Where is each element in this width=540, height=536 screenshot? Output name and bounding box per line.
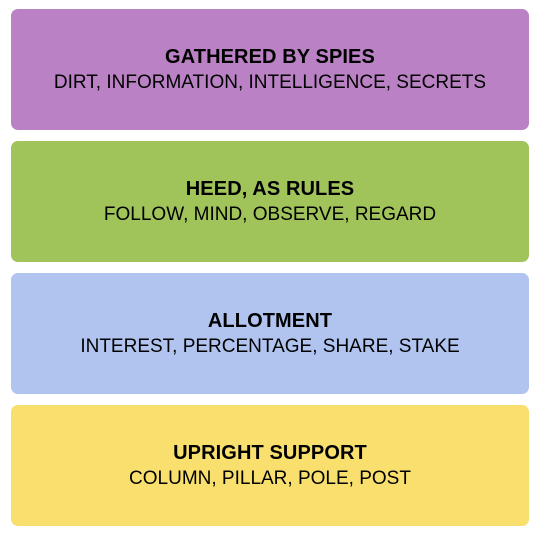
group-title: ALLOTMENT <box>207 309 333 332</box>
group-members: INTEREST, PERCENTAGE, SHARE, STAKE <box>80 335 460 357</box>
group-title: GATHERED BY SPIES <box>165 45 375 68</box>
group-members: FOLLOW, MIND, OBSERVE, REGARD <box>103 203 437 225</box>
group-members: COLUMN, PILLAR, POLE, POST <box>129 467 411 489</box>
solved-group-blue: ALLOTMENT INTEREST, PERCENTAGE, SHARE, S… <box>11 273 529 394</box>
group-title: HEED, AS RULES <box>185 177 355 200</box>
solved-group-purple: GATHERED BY SPIES DIRT, INFORMATION, INT… <box>11 9 529 130</box>
group-title: UPRIGHT SUPPORT <box>173 441 367 464</box>
solved-group-yellow: UPRIGHT SUPPORT COLUMN, PILLAR, POLE, PO… <box>11 405 529 526</box>
solved-group-green: HEED, AS RULES FOLLOW, MIND, OBSERVE, RE… <box>11 141 529 262</box>
group-members: DIRT, INFORMATION, INTELLIGENCE, SECRETS <box>53 71 487 93</box>
